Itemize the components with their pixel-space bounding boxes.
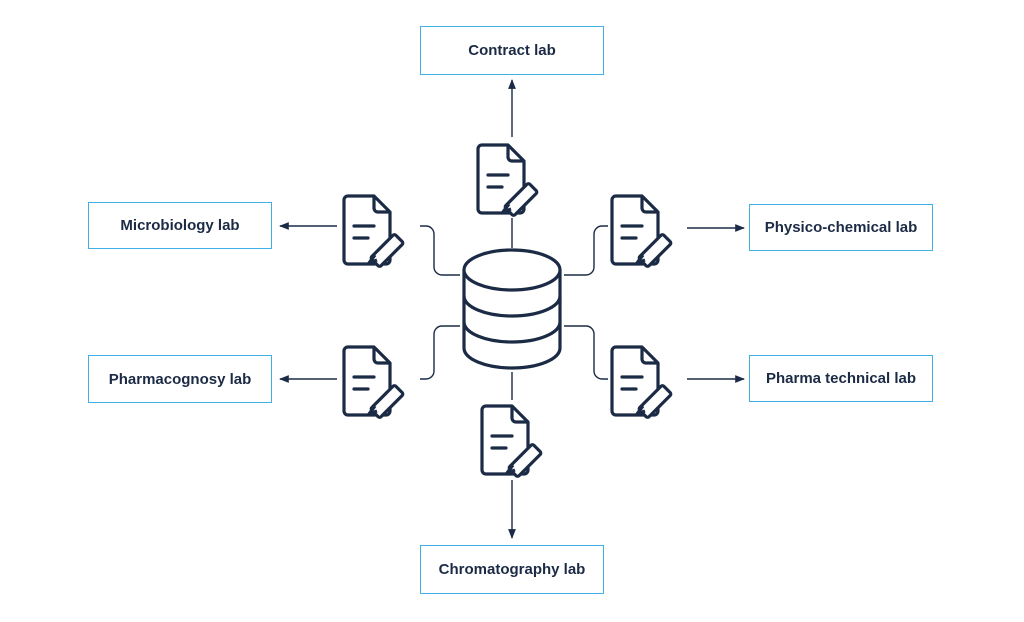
connector-lines xyxy=(420,218,608,400)
document-edit-icon-bottom xyxy=(480,404,544,479)
document-edit-icon-upper-right xyxy=(610,194,674,269)
pharmacognosy-lab-label: Pharmacognosy lab xyxy=(108,370,252,388)
microbiology-lab-box[interactable]: Microbiology lab xyxy=(88,202,272,249)
microbiology-lab-label: Microbiology lab xyxy=(120,217,240,234)
contract-lab-label: Contract lab xyxy=(468,42,556,59)
document-edit-icon-top xyxy=(476,143,540,218)
document-edit-icon-lower-left xyxy=(342,345,406,420)
document-edit-icon-lower-right xyxy=(610,345,674,420)
contract-lab-box[interactable]: Contract lab xyxy=(420,26,604,75)
pharmacognosy-lab-box[interactable]: Pharmacognosy lab xyxy=(88,355,272,403)
pharma-technical-lab-label: Pharma technical lab xyxy=(765,370,917,387)
physico-chemical-lab-label: Physico-chemical lab xyxy=(764,219,918,236)
pharma-technical-lab-box[interactable]: Pharma technical lab xyxy=(749,355,933,402)
chromatography-lab-box[interactable]: Chromatography lab xyxy=(420,545,604,594)
document-edit-icon-upper-left xyxy=(342,194,406,269)
chromatography-lab-label: Chromatography lab xyxy=(438,561,586,578)
physico-chemical-lab-box[interactable]: Physico-chemical lab xyxy=(749,204,933,251)
database-icon xyxy=(462,248,562,370)
